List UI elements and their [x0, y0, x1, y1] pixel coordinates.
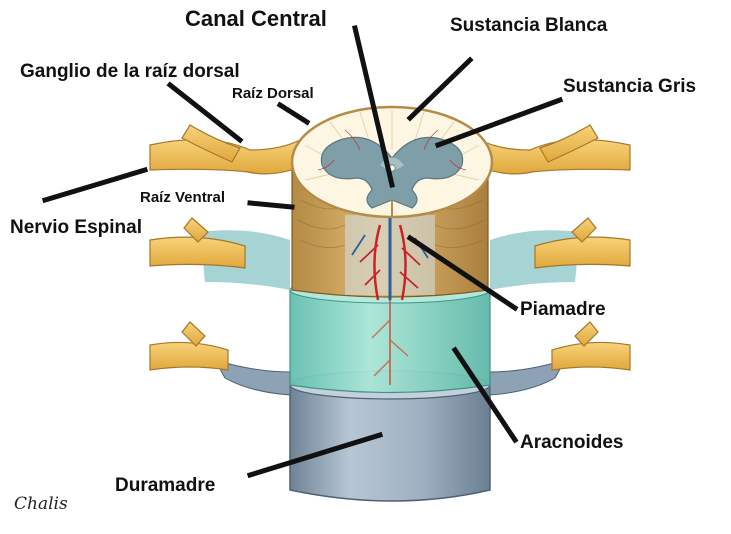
label-nervio-espinal: Nervio Espinal [10, 218, 142, 237]
artist-signature: Chalis [14, 494, 68, 514]
label-canal-central: Canal Central [185, 8, 327, 30]
label-sustancia-blanca: Sustancia Blanca [450, 16, 607, 35]
label-duramadre: Duramadre [115, 476, 215, 495]
label-aracnoides: Aracnoides [520, 433, 623, 452]
label-sustancia-gris: Sustancia Gris [563, 77, 696, 96]
label-raiz-ventral: Raíz Ventral [140, 190, 225, 205]
label-piamadre: Piamadre [520, 300, 606, 319]
label-raiz-dorsal: Raíz Dorsal [232, 86, 314, 101]
label-ganglio-raiz-dorsal: Ganglio de la raíz dorsal [20, 62, 240, 81]
cord-cross-section [292, 107, 492, 217]
